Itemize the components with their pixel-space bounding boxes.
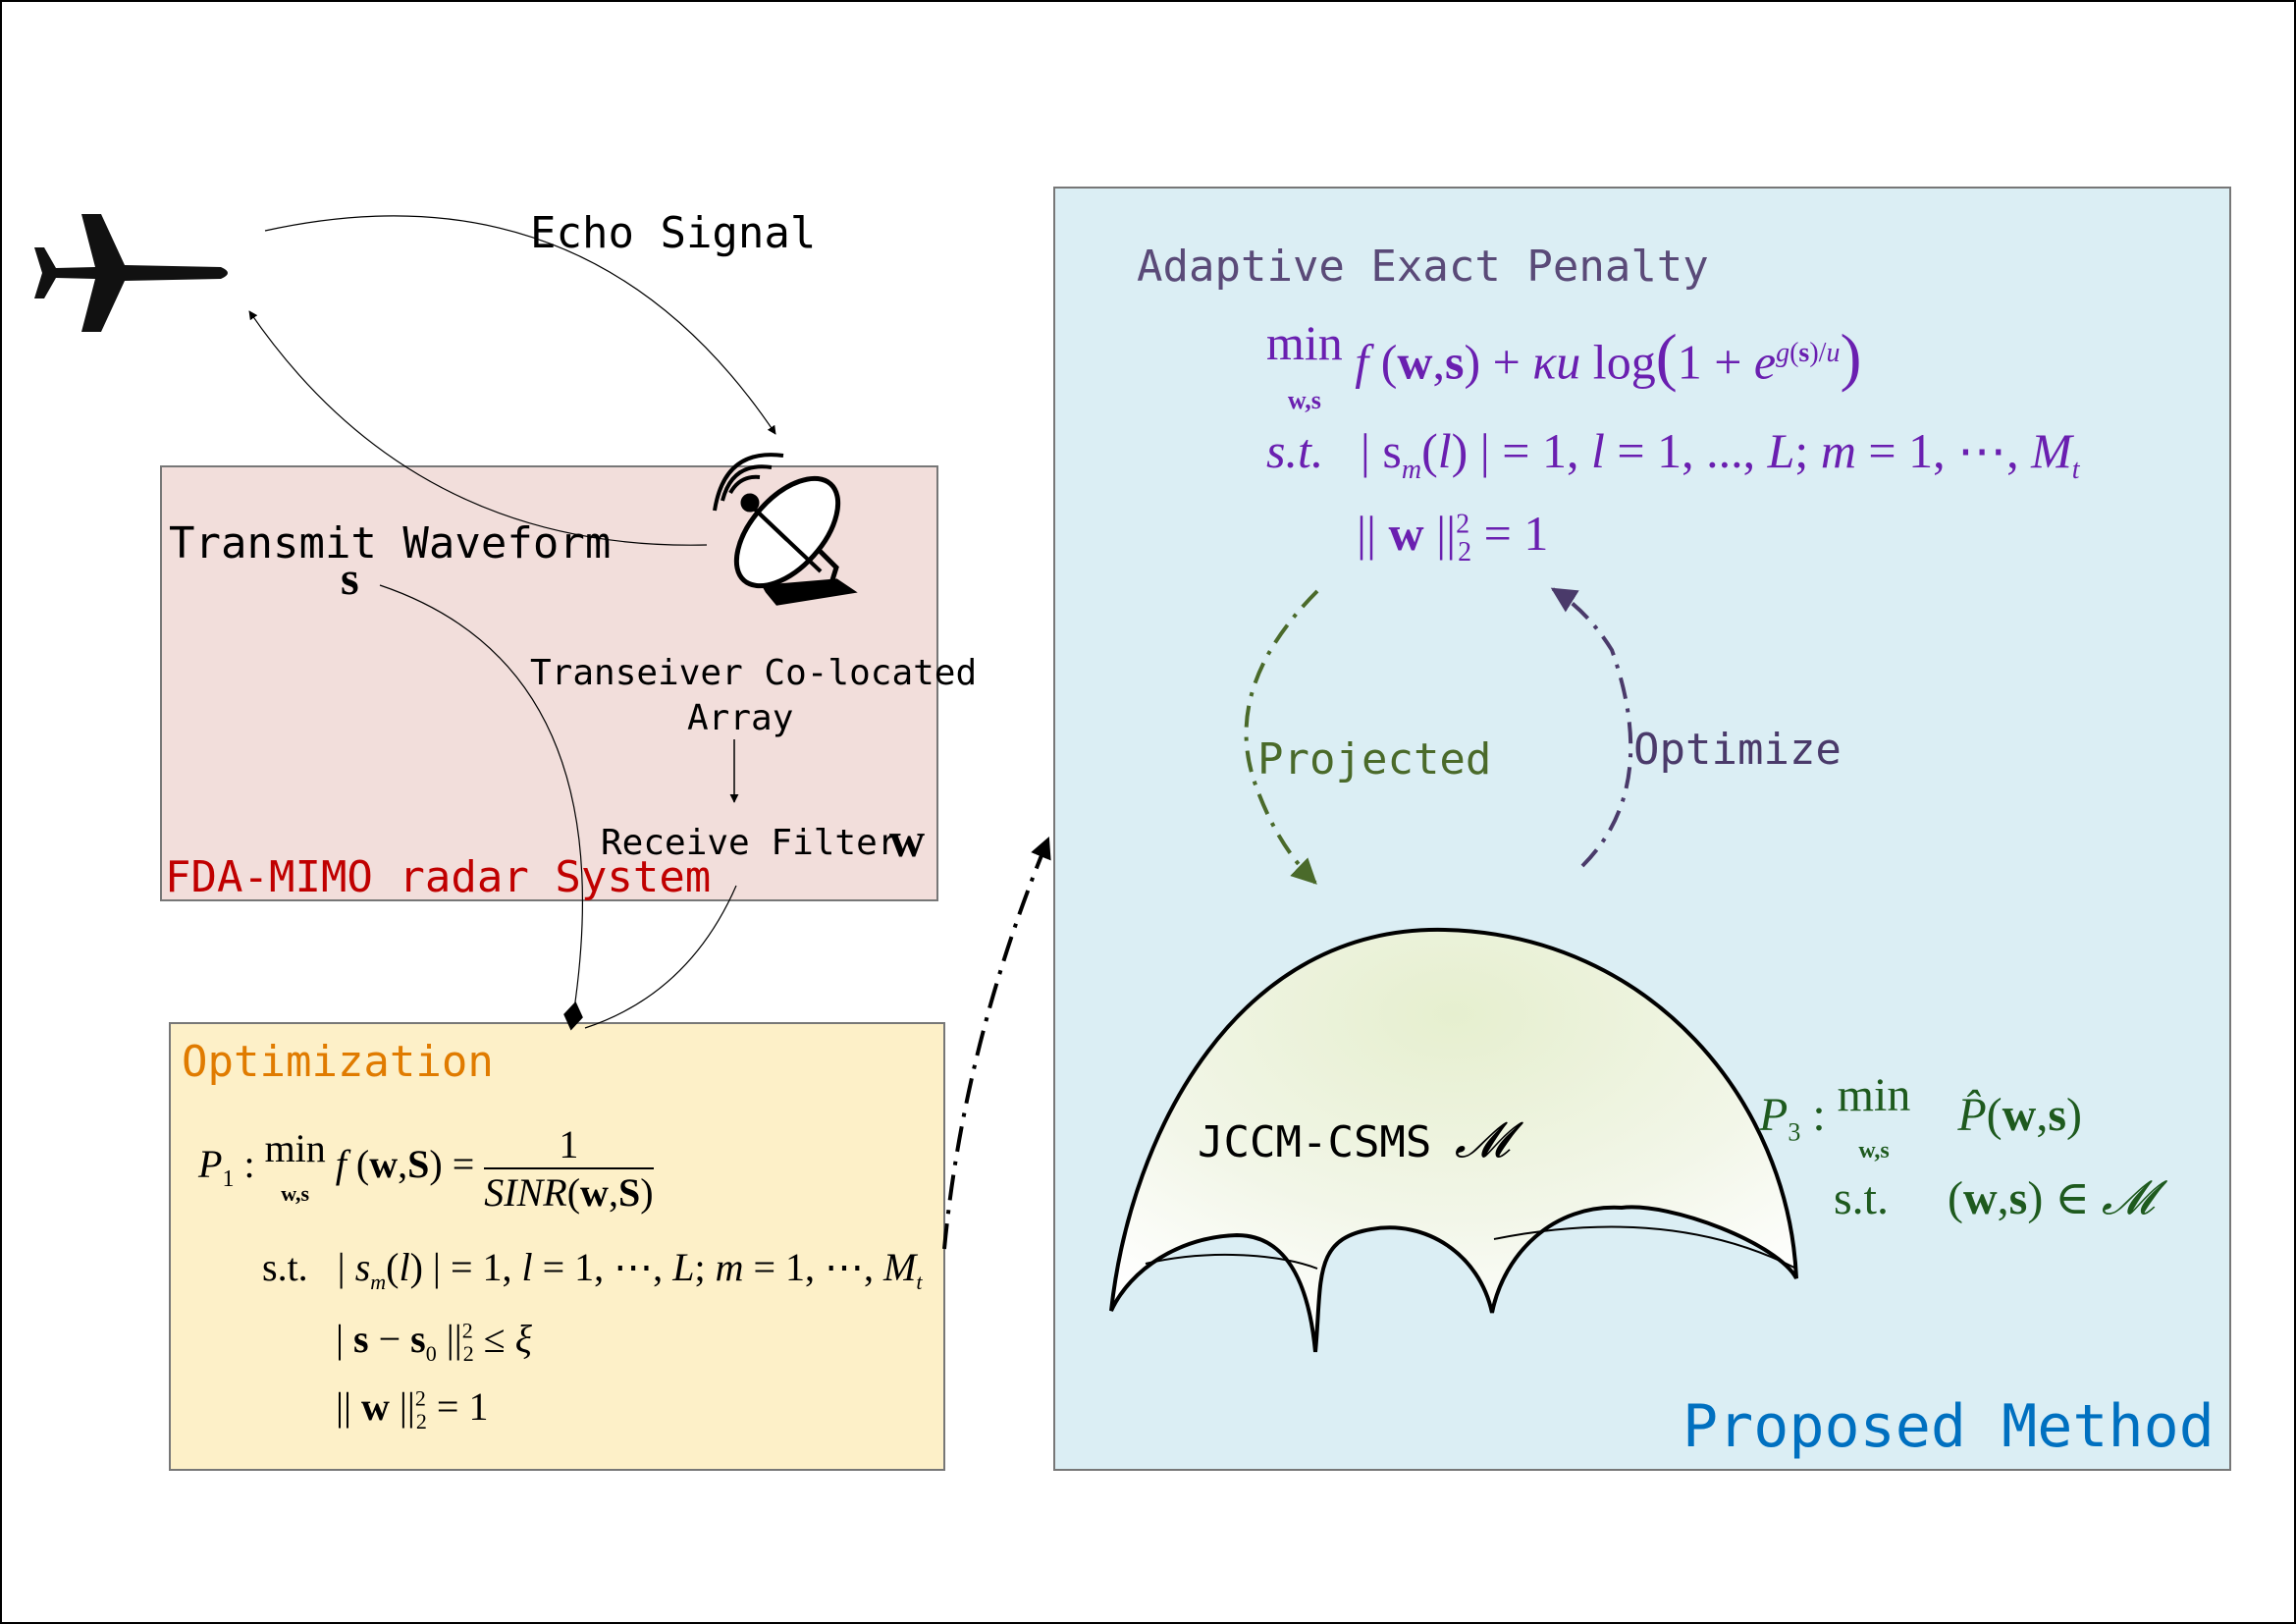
manifold-symbol: 𝓜 (1442, 1112, 1510, 1167)
manifold-label: JCCM-CSMS (1198, 1117, 1432, 1167)
projected-arrow (1244, 589, 1319, 885)
transmit-symbol: s (341, 553, 359, 605)
projected-label: Projected (1257, 734, 1492, 785)
p1-constraint-similarity: | s − s0 ||22 ≤ ξ (336, 1317, 532, 1366)
manifold-dome (1109, 927, 1798, 1353)
satellite-dish-icon (713, 453, 858, 606)
airplane-icon (34, 214, 228, 332)
penalty-constraint-modulus: s.t. | sm(l) | = 1, l = 1, ..., L; m = 1… (1266, 423, 2080, 485)
receive-symbol: w (889, 812, 926, 867)
manifold-label-group: JCCM-CSMS 𝓜 (1198, 1111, 1510, 1169)
p1-constraint-norm: || w ||22 = 1 (336, 1384, 489, 1434)
p3-constraint: s.t. (w,s) ∈ 𝓜 (1834, 1172, 2155, 1224)
penalty-constraint-norm: || w ||22 = 1 (1357, 506, 1549, 568)
system-label: FDA-MIMO radar System (165, 852, 712, 902)
transmit-waveform-label: Transmit Waveform (169, 518, 612, 568)
to-method-arrow (942, 836, 1051, 1250)
optimization-title: Optimization (182, 1037, 494, 1087)
w-to-optimization-arrow (584, 885, 737, 1029)
array-label-line1: Transeiver Co-located (530, 653, 978, 693)
optimize-arrow (1550, 587, 1633, 868)
optimize-label: Optimize (1633, 725, 1842, 775)
method-label: Proposed Method (1682, 1392, 2215, 1461)
p1-constraint-modulus: s.t. | sm(l) | = 1, l = 1, ⋯, L; m = 1, … (262, 1245, 923, 1294)
echo-signal-label: Echo Signal (530, 208, 817, 258)
echo-arrow (264, 215, 776, 435)
optimization-box (169, 1022, 945, 1471)
array-label-line2: Array (687, 698, 794, 738)
penalty-title: Adaptive Exact Penalty (1137, 242, 1709, 292)
transmit-arrow (248, 310, 708, 546)
receive-filter-label: Receive Filter (601, 823, 899, 863)
s-to-optimization-arrow (379, 584, 583, 1031)
